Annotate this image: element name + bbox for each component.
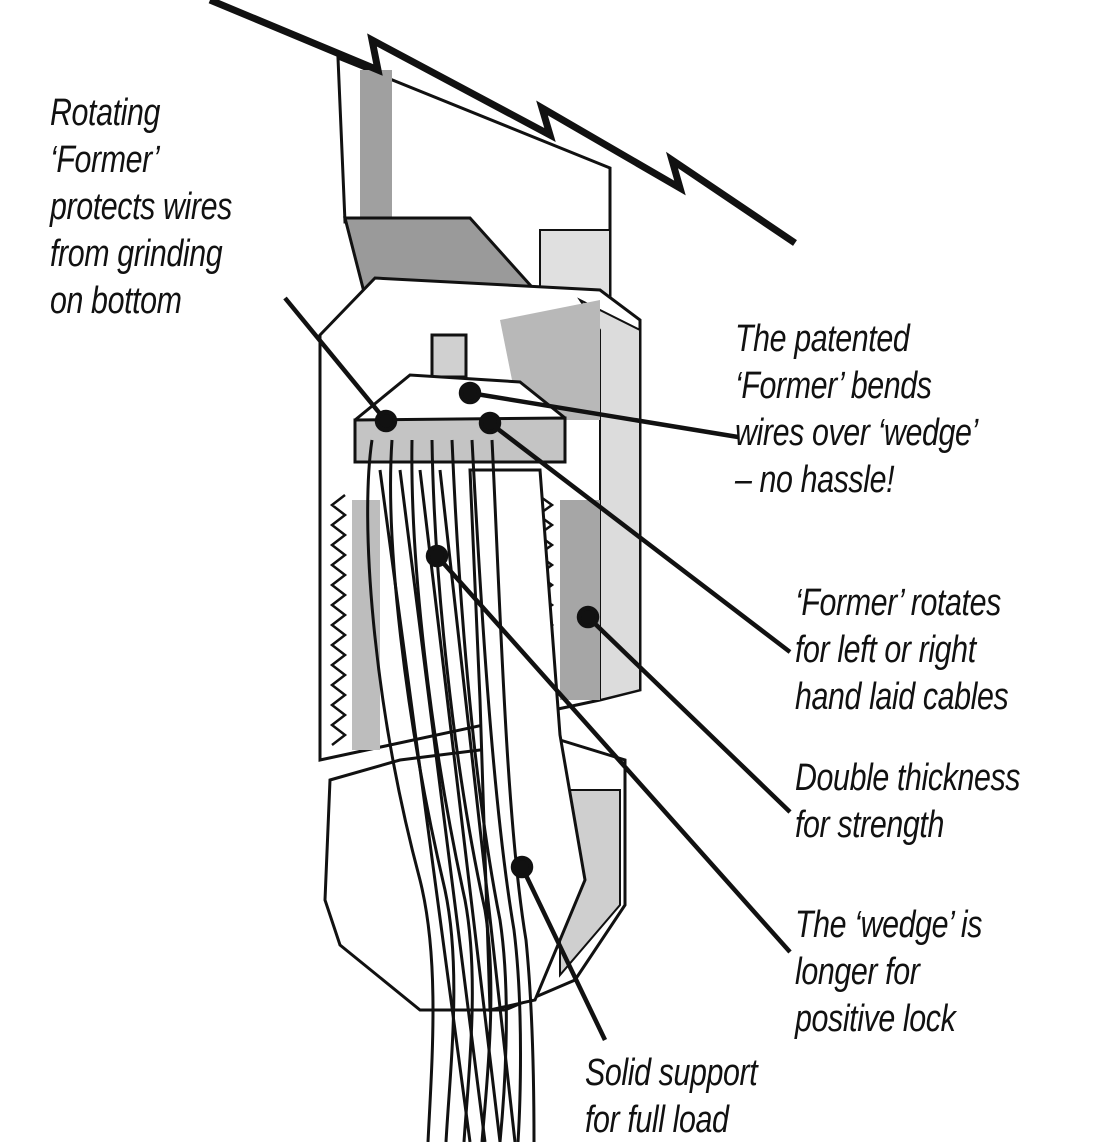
callout-line: protects wires xyxy=(50,186,232,228)
callout-wedge-longer: The ‘wedge’ is longer for positive lock xyxy=(795,902,982,1043)
callout-line: for strength xyxy=(795,804,944,846)
callout-line: wires over ‘wedge’ xyxy=(735,412,978,454)
callout-line: Double thickness xyxy=(795,757,1021,799)
callout-line: – no hassle! xyxy=(735,459,895,501)
callout-former-rotates: ‘Former’ rotates for left or right hand … xyxy=(795,580,1009,721)
former-cap xyxy=(353,333,567,464)
wire-rope xyxy=(366,439,536,1142)
callout-double-thickness: Double thickness for strength xyxy=(795,755,1021,849)
callout-line: Rotating xyxy=(50,92,161,134)
callout-line: ‘Former’ rotates xyxy=(795,582,1001,624)
callout-line: on bottom xyxy=(50,280,182,322)
callout-patented-former: The patented ‘Former’ bends wires over ‘… xyxy=(735,316,978,504)
callout-line: for full load xyxy=(585,1099,729,1141)
threads xyxy=(329,493,600,750)
break-line xyxy=(208,0,797,246)
upper-attachment xyxy=(336,55,612,302)
callout-line: for left or right xyxy=(795,629,976,671)
callout-line: The ‘wedge’ is xyxy=(795,904,983,946)
callout-line: positive lock xyxy=(795,998,956,1040)
callout-solid-support: Solid support for full load xyxy=(585,1050,758,1144)
callout-line: The patented xyxy=(735,318,910,360)
callout-line: Solid support xyxy=(585,1052,758,1094)
callout-rotating-former: Rotating ‘Former’ protects wires from gr… xyxy=(50,90,232,325)
callout-line: ‘Former’ xyxy=(50,139,160,181)
callout-line: longer for xyxy=(795,951,920,993)
leader-lines xyxy=(283,296,792,1041)
callout-line: ‘Former’ bends xyxy=(735,365,932,407)
callout-line: hand laid cables xyxy=(795,676,1009,718)
callout-line: from grinding xyxy=(50,233,223,275)
